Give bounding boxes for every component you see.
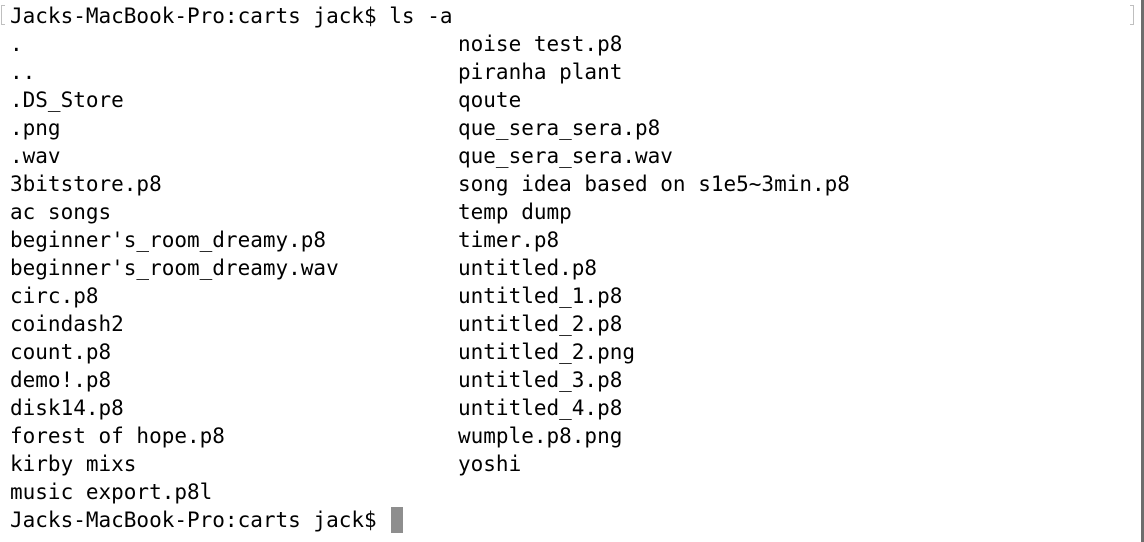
listing-row: . noise test.p8: [10, 30, 1144, 58]
text-cursor: [390, 507, 403, 533]
listing-entry: piranha plant: [458, 60, 623, 84]
mark-bracket-right: [1130, 5, 1134, 25]
listing-entry: yoshi: [458, 452, 522, 476]
listing-entry: kirby mixs: [10, 452, 137, 476]
listing-entry: .: [10, 32, 23, 56]
command-line: Jacks-MacBook-Pro:carts jack$ ls -a: [10, 4, 453, 28]
listing-row: .wav que_sera_sera.wav: [10, 142, 1144, 170]
listing-entry: temp dump: [458, 200, 572, 224]
listing-row: disk14.p8 untitled_4.p8: [10, 394, 1144, 422]
listing-entry: noise test.p8: [458, 32, 623, 56]
listing-entry: forest of hope.p8: [10, 424, 225, 448]
listing-entry: ..: [10, 60, 36, 84]
listing-row: 3bitstore.p8 song idea based on s1e5~3min…: [10, 170, 1144, 198]
listing-entry: .wav: [10, 144, 61, 168]
listing-entry: untitled_2.png: [458, 340, 636, 364]
listing-entry: 3bitstore.p8: [10, 172, 162, 196]
mark-bracket-left: [1, 5, 5, 25]
listing-entry: coindash2: [10, 312, 124, 336]
listing-entry: timer.p8: [458, 228, 560, 252]
listing-row: coindash2 untitled_2.p8: [10, 310, 1144, 338]
listing-entry: beginner's_room_dreamy.p8: [10, 228, 327, 252]
listing-row: .png que_sera_sera.p8: [10, 114, 1144, 142]
listing-entry: untitled.p8: [458, 256, 598, 280]
listing-entry: ac songs: [10, 200, 112, 224]
listing-entry: music export.p8l: [10, 480, 213, 504]
listing-entry: circ.p8: [10, 284, 99, 308]
listing-entry: que_sera_sera.wav: [458, 144, 673, 168]
listing-entry: .png: [10, 116, 61, 140]
listing-entry: que_sera_sera.p8: [458, 116, 661, 140]
listing-row: circ.p8 untitled_1.p8: [10, 282, 1144, 310]
listing-row: count.p8 untitled_2.png: [10, 338, 1144, 366]
listing-row: forest of hope.p8 wumple.p8.png: [10, 422, 1144, 450]
prompt-text: Jacks-MacBook-Pro:carts jack$: [10, 508, 377, 532]
listing-entry: wumple.p8.png: [458, 424, 623, 448]
listing-row: .DS_Store qoute: [10, 86, 1144, 114]
prompt-line[interactable]: Jacks-MacBook-Pro:carts jack$: [10, 506, 1144, 534]
listing-entry: count.p8: [10, 340, 112, 364]
listing-entry: disk14.p8: [10, 396, 124, 420]
listing-entry: song idea based on s1e5~3min.p8: [458, 172, 850, 196]
listing-row: music export.p8l: [10, 478, 1144, 506]
listing-entry: qoute: [458, 88, 522, 112]
listing-entry: untitled_1.p8: [458, 284, 623, 308]
listing-row: demo!.p8 untitled_3.p8: [10, 366, 1144, 394]
listing-row: beginner's_room_dreamy.wav untitled.p8: [10, 254, 1144, 282]
window-edge-right: [1141, 0, 1144, 542]
listing-row: kirby mixs yoshi: [10, 450, 1144, 478]
listing-row: .. piranha plant: [10, 58, 1144, 86]
listing-entry: beginner's_room_dreamy.wav: [10, 256, 339, 280]
listing-entry: .DS_Store: [10, 88, 124, 112]
listing-row: beginner's_room_dreamy.p8 timer.p8: [10, 226, 1144, 254]
listing-entry: untitled_3.p8: [458, 368, 623, 392]
listing-row: ac songs temp dump: [10, 198, 1144, 226]
listing-entry: demo!.p8: [10, 368, 112, 392]
listing-entry: untitled_4.p8: [458, 396, 623, 420]
listing-entry: untitled_2.p8: [458, 312, 623, 336]
